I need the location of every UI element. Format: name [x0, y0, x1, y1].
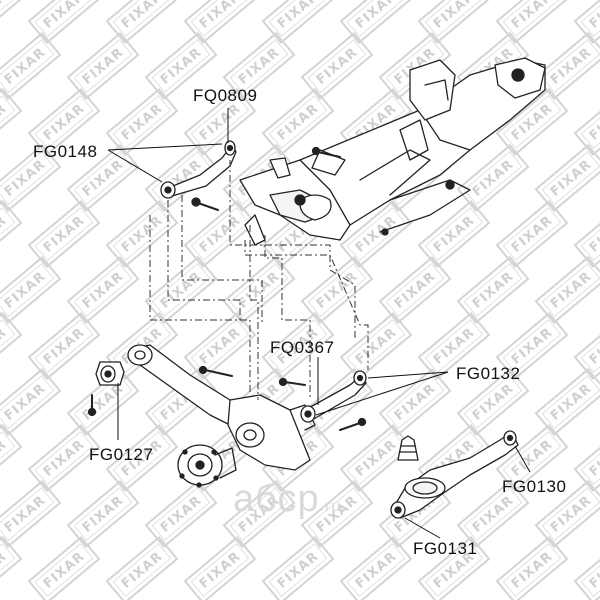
arm-bolt-2	[278, 377, 306, 387]
bump-stop	[397, 435, 419, 461]
site-domain: .ru	[319, 498, 342, 515]
subframe-bolt-top	[311, 146, 341, 158]
part-label-fg0131: FG0131	[413, 539, 478, 558]
upper-control-arm	[160, 140, 237, 199]
part-label-fg0148: FG0148	[33, 142, 98, 161]
part-label-fq0809: FQ0809	[193, 86, 258, 105]
wheel-hub	[177, 444, 237, 488]
lower-spring-arm	[390, 430, 519, 519]
part-label-fq0367: FQ0367	[270, 338, 335, 357]
assembly-lines	[149, 160, 369, 400]
rear-subframe	[239, 57, 546, 246]
arm-bolt-3	[339, 417, 367, 431]
trailing-arm-bushing	[87, 361, 125, 417]
subframe-bolt-left	[191, 197, 219, 211]
part-label-fg0130: FG0130	[502, 477, 567, 496]
trailing-arm	[127, 344, 316, 471]
arm-bolt-1	[198, 365, 233, 377]
part-label-fg0132: FG0132	[456, 364, 521, 383]
lateral-link	[300, 370, 367, 423]
leader-lines	[107, 108, 531, 539]
site-brand: абсp	[233, 478, 320, 520]
part-label-fg0127: FG0127	[89, 445, 154, 464]
site-logo-watermark: абсp.ru	[233, 478, 341, 521]
